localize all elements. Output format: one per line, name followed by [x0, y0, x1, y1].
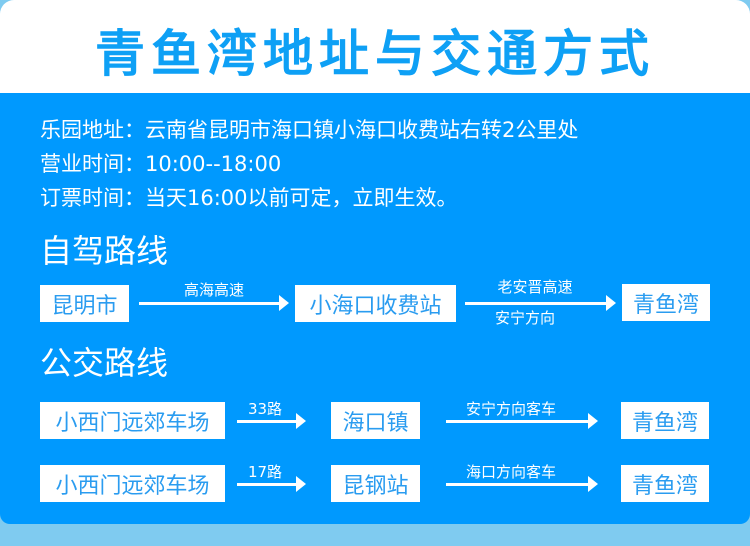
hours-line: 营业时间：10:00--18:00 [40, 148, 281, 178]
arrow-icon [237, 413, 306, 429]
bus-heading: 公交路线 [40, 344, 169, 382]
drive-stop-mid: 小海口收费站 [295, 285, 456, 322]
bus2-leg2-label: 海口方向客车 [465, 463, 556, 481]
bus1-stop-mid: 海口镇 [331, 402, 420, 439]
bus1-stop-end: 青鱼湾 [621, 402, 709, 439]
address-label: 乐园地址： [40, 118, 145, 142]
drive-leg2-sublabel: 安宁方向 [494, 309, 555, 327]
arrow-icon [139, 295, 289, 311]
drive-leg2-label: 老安晋高速 [497, 278, 573, 296]
bus2-stop-end: 青鱼湾 [621, 465, 709, 502]
bus1-leg2-label: 安宁方向客车 [465, 400, 556, 418]
header: 青鱼湾地址与交通方式 [0, 0, 750, 93]
bus1-leg1-label: 33路 [247, 400, 283, 418]
bus2-stop-start: 小西门远郊车场 [40, 465, 225, 502]
drive-leg1-label: 高海高速 [183, 281, 244, 299]
hours-label: 营业时间： [40, 152, 145, 176]
booking-value: 当天16:00以前可定，立即生效。 [145, 186, 458, 210]
bus1-stop-start: 小西门远郊车场 [40, 402, 225, 439]
bus2-leg1-label: 17路 [247, 463, 283, 481]
booking-line: 订票时间：当天16:00以前可定，立即生效。 [40, 182, 458, 212]
arrow-icon [237, 476, 306, 492]
booking-label: 订票时间： [40, 186, 145, 210]
address-value: 云南省昆明市海口镇小海口收费站右转2公里处 [145, 118, 579, 142]
arrow-icon [465, 295, 616, 311]
address-line: 乐园地址：云南省昆明市海口镇小海口收费站右转2公里处 [40, 114, 578, 144]
arrow-icon [446, 413, 598, 429]
drive-stop-end: 青鱼湾 [622, 284, 710, 321]
drive-heading: 自驾路线 [40, 232, 169, 270]
hours-value: 10:00--18:00 [145, 152, 282, 176]
drive-stop-start: 昆明市 [40, 285, 129, 322]
page-title: 青鱼湾地址与交通方式 [95, 25, 655, 83]
bus2-stop-mid: 昆钢站 [331, 465, 420, 502]
arrow-icon [446, 476, 598, 492]
